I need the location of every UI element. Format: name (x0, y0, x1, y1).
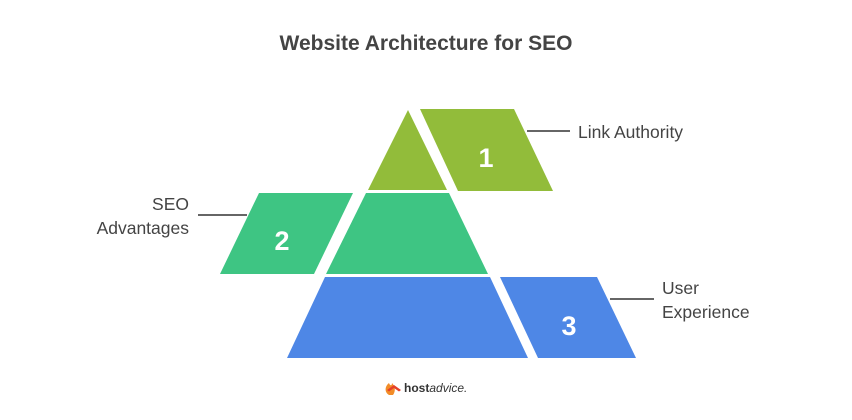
hostadvice-logo: hostadvice. (385, 381, 467, 395)
level-2-panel (220, 193, 353, 274)
diagram-title: Website Architecture for SEO (280, 32, 573, 55)
level-3-label-line-1: User (662, 278, 699, 298)
brand-italic-part: advice. (429, 381, 467, 395)
level-3-number: 3 (561, 311, 576, 341)
level-2-label-line-2: Advantages (97, 218, 190, 238)
level-3-panel (500, 277, 636, 358)
level-3-label-line-2: Experience (662, 302, 750, 322)
hostadvice-wordmark: hostadvice. (404, 381, 467, 395)
pyramid-tier-1 (368, 110, 447, 190)
level-2-label-line-1: SEO (152, 194, 189, 214)
brand-bold-part: host (404, 381, 429, 395)
level-1-panel (420, 109, 553, 191)
pyramid-tier-2 (326, 193, 488, 274)
hostadvice-logo-icon (385, 383, 401, 395)
level-1-label: Link Authority (578, 122, 683, 142)
level-1-number: 1 (478, 143, 493, 173)
level-2-number: 2 (274, 226, 289, 256)
pyramid-tier-3 (287, 277, 528, 358)
